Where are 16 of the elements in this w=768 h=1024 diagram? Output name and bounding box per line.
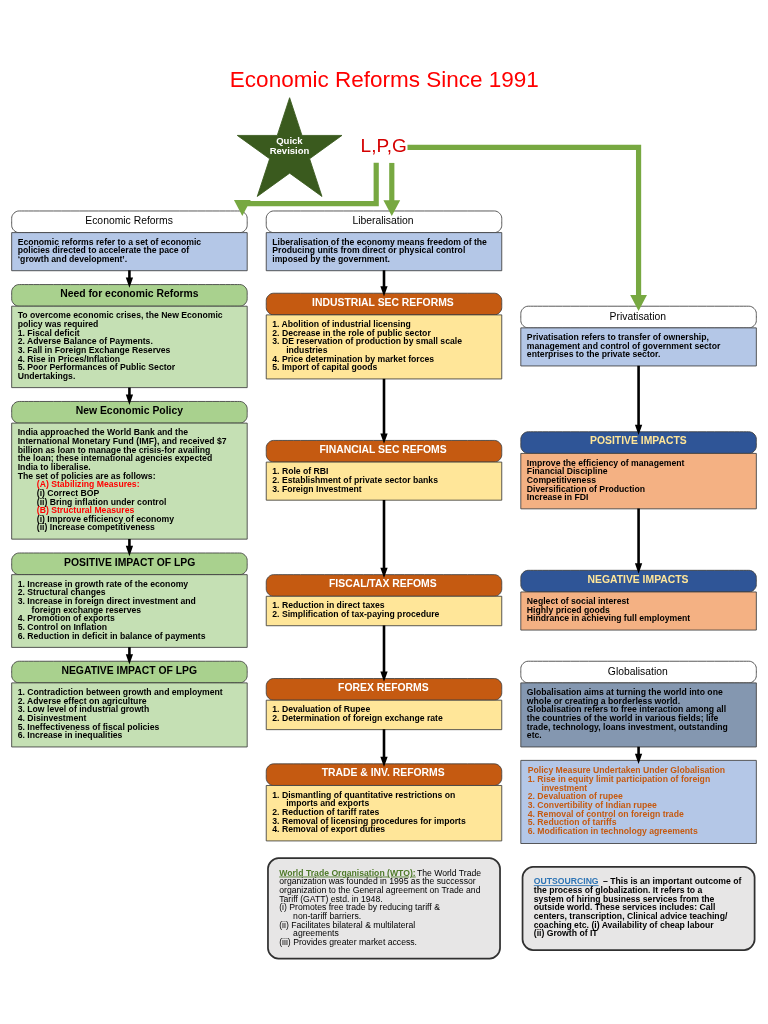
arrow (380, 624, 388, 682)
arrow (634, 508, 643, 574)
arrow (125, 646, 134, 665)
arrow (380, 378, 388, 444)
arrow (634, 365, 643, 435)
node-text: L,P,G (360, 134, 407, 156)
arrow (380, 499, 388, 578)
arrow (380, 728, 388, 767)
arrow (407, 144, 647, 311)
arrow (634, 746, 643, 764)
arrow (125, 538, 134, 556)
arrow (125, 269, 134, 288)
arrow (125, 387, 134, 405)
diagram-title: Economic Reforms Since 1991 (229, 66, 539, 92)
arrow (233, 162, 379, 216)
arrow (383, 162, 401, 216)
